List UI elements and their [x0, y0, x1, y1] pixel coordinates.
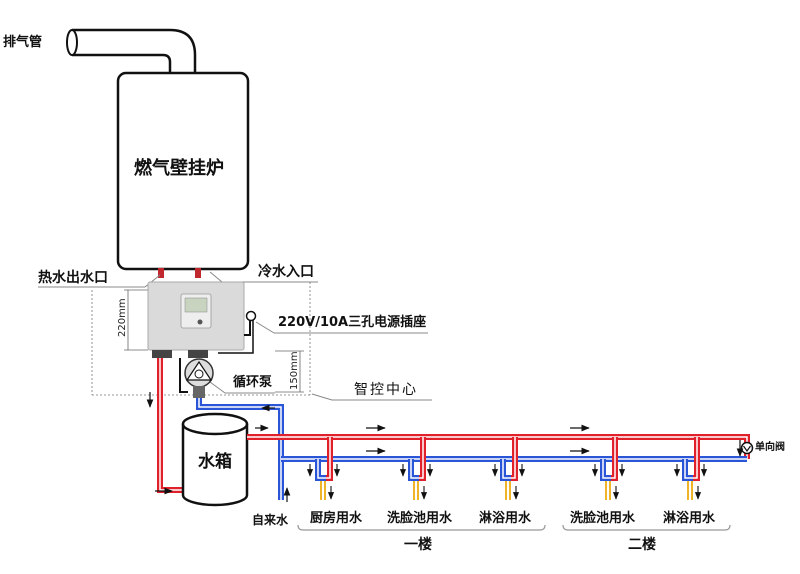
- pump-label: 循环泵: [233, 375, 273, 390]
- hot-outlet-stub: [158, 268, 164, 278]
- floor-brackets: [297, 524, 731, 531]
- cold-inlet-stub: [195, 268, 201, 278]
- check-valve-label: 单向阀: [755, 442, 785, 453]
- water-tank-label: 水箱: [198, 452, 232, 472]
- floor-1-label: 一楼: [404, 537, 432, 553]
- floor-2-bracket: [562, 524, 731, 531]
- circulation-pump: [179, 358, 214, 398]
- fixture-label-1f-washbasin: 洗脸池用水: [387, 511, 453, 526]
- cold-inlet-label: 冷水入口: [258, 264, 314, 280]
- fixture-label-1f-shower: 淋浴用水: [479, 511, 532, 526]
- controller-screen: [184, 297, 208, 313]
- floor-2-label: 二楼: [628, 537, 656, 553]
- hot-outlet-label: 热水出水口: [38, 270, 108, 286]
- hot-pipe-boiler-to-tank: [157, 358, 184, 493]
- branch-floor1-2: [399, 437, 434, 500]
- fixture-label-2f-washbasin: 洗脸池用水: [570, 511, 636, 526]
- power-socket: [218, 310, 257, 354]
- branch-floor1-1: [306, 437, 341, 500]
- branch-floor2-1: [591, 437, 626, 500]
- boiler-label: 燃气壁挂炉: [134, 158, 224, 179]
- dimension-brackets: [124, 289, 304, 393]
- leader-lines: [38, 271, 432, 401]
- flow-arrows: [146, 392, 744, 502]
- exhaust-pipe-label: 排气管: [3, 35, 43, 50]
- branch-floor1-3: [491, 437, 526, 500]
- check-valve: [740, 441, 754, 455]
- hot-main-line: [247, 434, 750, 459]
- smart-controller: [147, 281, 245, 358]
- water-tank: [181, 412, 249, 507]
- power-socket-label: 220V/10A三孔电源插座: [278, 315, 427, 330]
- fixture-branches: [306, 437, 708, 500]
- floor-1-bracket: [297, 524, 546, 531]
- fixture-label-1f-kitchen: 厨房用水: [310, 511, 363, 526]
- control-center-label: 智控中心: [354, 382, 418, 398]
- fixture-label-2f-shower: 淋浴用水: [663, 511, 716, 526]
- boiler-body: [116, 71, 250, 271]
- branch-floor2-2: [673, 437, 708, 500]
- dimension-150mm: 150mm: [289, 351, 300, 390]
- dimension-220mm: 220mm: [117, 298, 128, 337]
- exhaust-pipe: [66, 28, 197, 72]
- tap-water-label: 自来水: [252, 513, 289, 527]
- cold-return-pipe: [196, 398, 284, 500]
